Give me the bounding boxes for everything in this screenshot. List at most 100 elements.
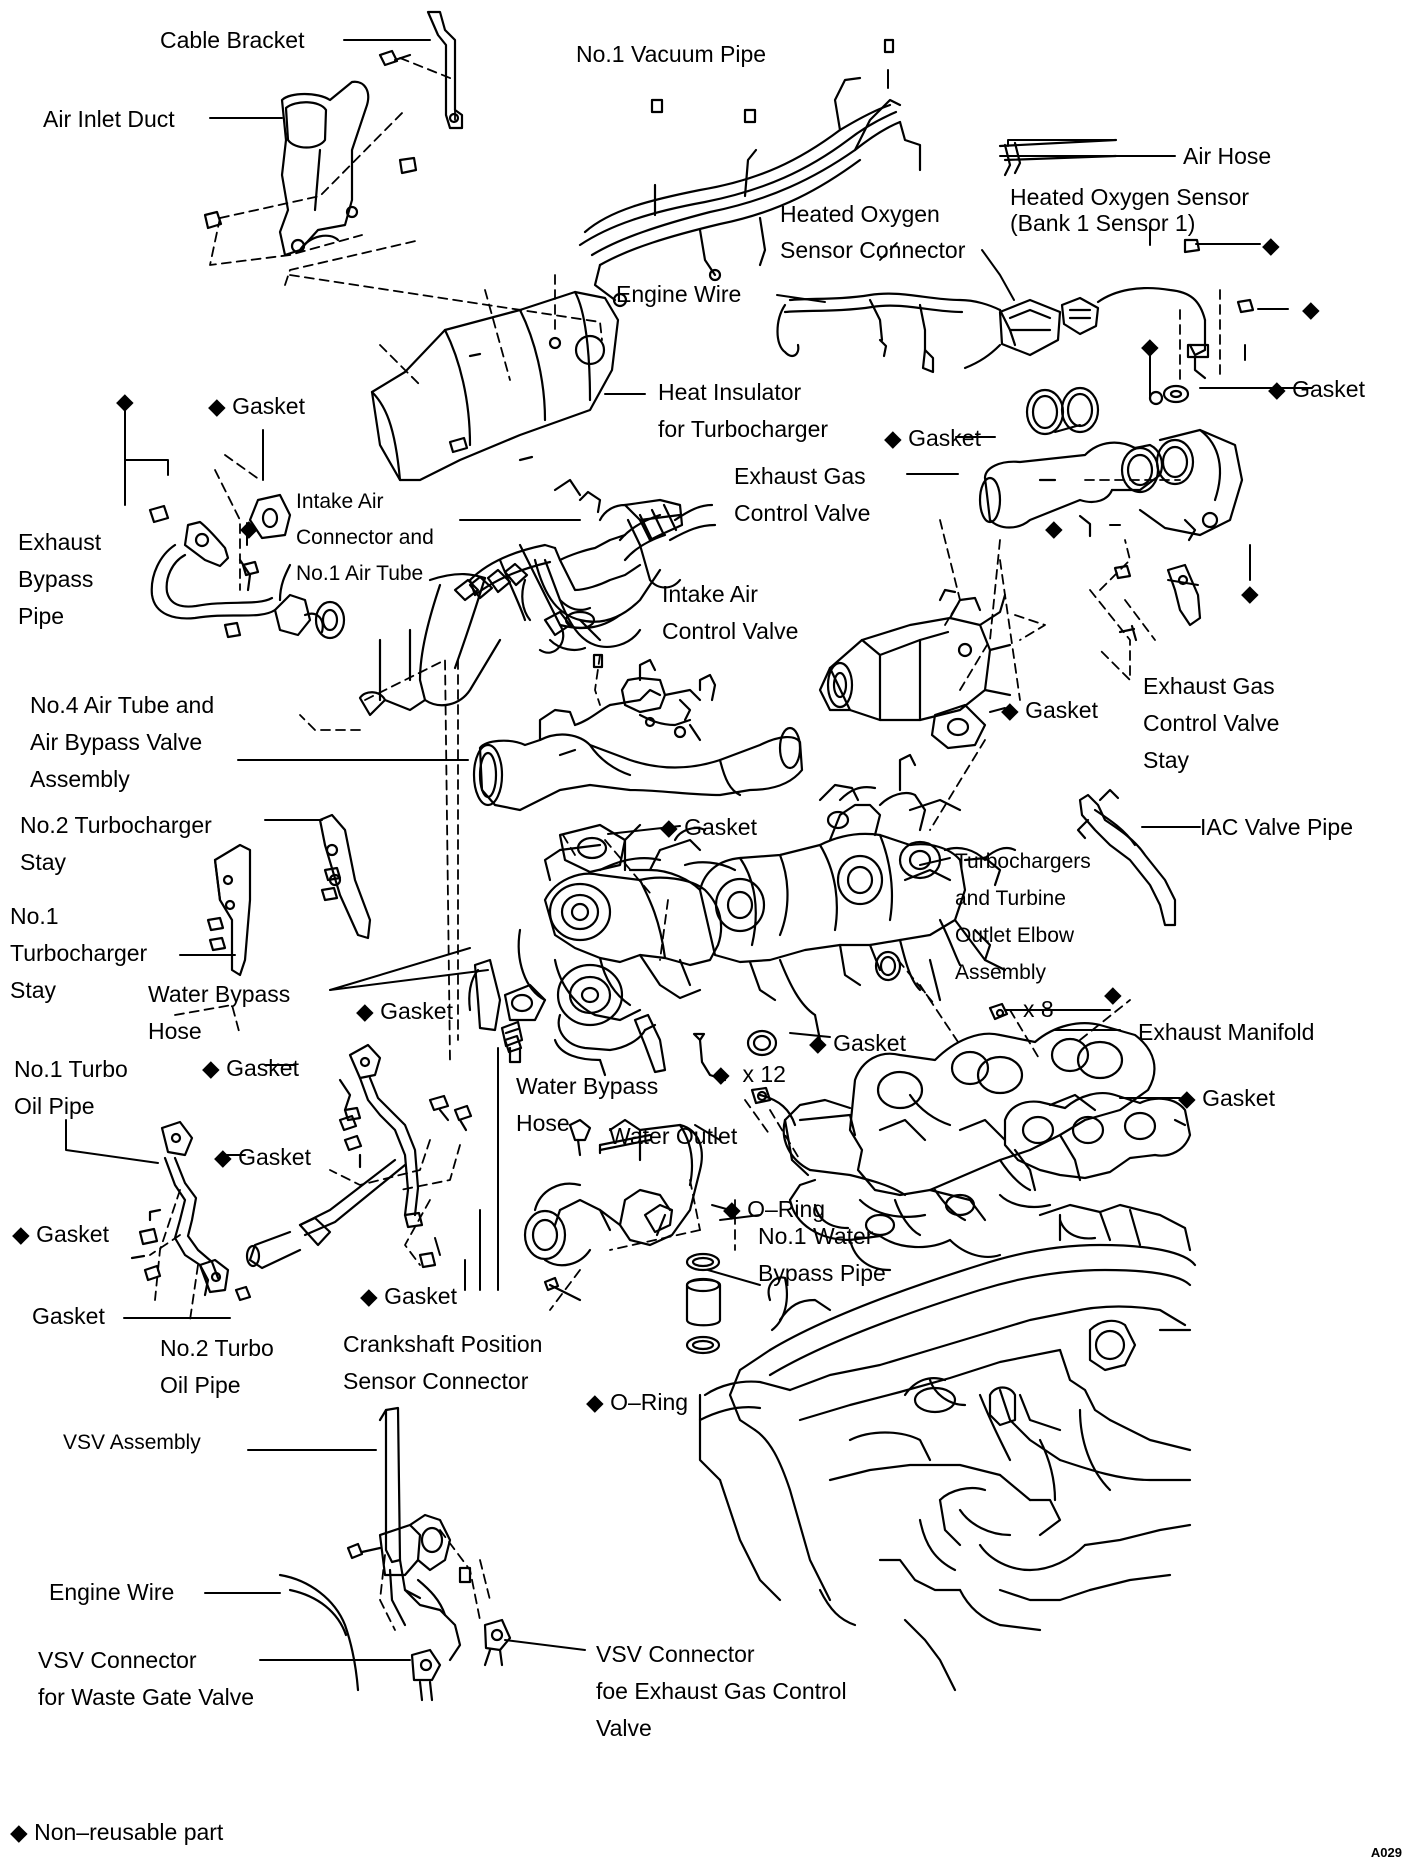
diamond-icon: ◆ [1268,376,1286,402]
diamond-icon: ◆ [723,1196,741,1222]
leader-lines [66,40,1312,1660]
diamond-marker: ◆ [1045,515,1063,541]
label-gasket-oil-left: ◆ Gasket [12,1221,109,1247]
air-tube-bellows-part [455,505,715,647]
label-times-8: x 8 [1023,996,1054,1022]
cable-bracket-part [380,12,462,128]
label-air-hose: Air Hose [1183,143,1272,169]
label-water-bypass-hose-left: Water Bypass Hose [148,981,291,1044]
vacuum-pipe-part [580,40,920,306]
diamond-marker: ◆ [116,388,134,414]
label-gasket-water: ◆ Gasket [356,998,453,1024]
diamond-icon: ◆ [202,1055,220,1081]
diamond-icon: ◆ [214,1144,232,1170]
turbocharger-elbow-part [545,755,1015,1040]
exhaust-gas-control-valve-part [980,430,1242,540]
label-exhaust-bypass-pipe: Exhaust Bypass Pipe [18,529,102,629]
label-air-inlet-duct: Air Inlet Duct [43,106,175,132]
label-vsv-connector-exhaust: VSV Connector foe Exhaust Gas Control Va… [596,1641,847,1741]
gasket-ring-mid-part [748,952,900,1055]
label-heat-insulator: Heat Insulator for Turbocharger [658,379,829,442]
label-no4-air-tube: No.4 Air Tube and Air Bypass Valve Assem… [30,692,215,792]
intake-air-control-valve-part [820,590,1010,720]
engine-block-part [700,1205,1195,1690]
diamond-marker: ◆ [1141,333,1159,359]
o-rings-and-water-bypass-pipe-part [687,1254,720,1353]
label-water-outlet: Water Outlet [609,1123,738,1149]
no2-turbo-oil-pipe-part [247,1045,435,1268]
diamond-icon: ◆ [1178,1085,1196,1111]
intake-air-connector-part [360,480,682,715]
water-outlet-part [525,1120,702,1300]
diamond-marker: ◆ [1302,296,1320,322]
diamond-marker: ◆ [240,515,258,541]
figure-code: A029 [1370,1845,1402,1860]
label-no1-turbo-oil-pipe: No.1 Turbo Oil Pipe [14,1056,128,1119]
label-o-ring-top: ◆ O–Ring [723,1196,826,1222]
label-engine-wire-top: Engine Wire [616,281,742,307]
diamond-icon: ◆ [660,814,678,840]
no2-turbo-stay-part [320,815,370,938]
vsv-connectors-part [412,1620,510,1700]
water-bypass-hose-left-part [469,960,500,1030]
diamond-icon: ◆ [809,1030,827,1056]
label-no1-water-bypass-pipe: No.1 Water Bypass Pipe [758,1223,886,1286]
label-gasket-center-top: ◆ Gasket [884,425,981,451]
label-iac-valve-pipe: IAC Valve Pipe [1200,814,1353,840]
label-engine-wire-bottom: Engine Wire [49,1579,175,1605]
dashed-assembly-lines [150,58,1220,1630]
diamond-marker: ◆ [1262,232,1280,258]
diamond-icon: ◆ [586,1389,604,1415]
no1-turbo-stay-part [208,845,250,975]
diamond-icon: ◆ [12,1221,30,1247]
air-inlet-duct-part [205,82,416,255]
diamond-marker: ◆ [1241,580,1259,606]
label-exhaust-manifold: Exhaust Manifold [1138,1019,1315,1045]
label-times-12: ◆ x 12 [712,1061,786,1087]
exhaust-manifold-part [760,1023,1154,1270]
label-gasket-oil-mid: ◆ Gasket [214,1144,311,1170]
water-bypass-hose-center-part [635,1015,665,1072]
diamond-icon: ◆ [10,1819,28,1845]
label-intake-air-connector: Intake Air Connector and No.1 Air Tube [296,490,434,585]
diamond-marker: ◆ [1104,981,1122,1007]
heated-oxygen-sensor-part [1098,240,1253,378]
diamond-icon: ◆ [712,1061,730,1087]
label-gasket-oil-top: ◆ Gasket [202,1055,299,1081]
label-no1-turbocharger-stay: No.1 Turbocharger Stay [10,903,148,1003]
exhaust-gas-control-valve-stay-part [1115,565,1200,640]
turbocharger-main-part [505,874,725,1080]
label-gasket-oil2: ◆ Gasket [360,1283,457,1309]
label-no1-vacuum-pipe: No.1 Vacuum Pipe [576,41,767,67]
exhaust-bypass-pipe-part [150,506,344,638]
crankshaft-connector-part [502,1022,522,1046]
label-gasket-oil-bottom: Gasket [32,1303,105,1329]
label-gasket-ring: ◆ Gasket [809,1030,906,1056]
label-water-bypass-hose-center: Water Bypass Hose [516,1073,659,1136]
label-no2-turbo-oil-pipe: No.2 Turbo Oil Pipe [160,1335,274,1398]
label-gasket-right-mid: ◆ Gasket [1001,697,1098,723]
label-crankshaft-position-sensor-connector: Crankshaft Position Sensor Connector [343,1331,543,1394]
label-o-ring-bottom: ◆ O–Ring [586,1389,689,1415]
small-bolts-mid [340,1096,471,1167]
label-gasket-mid: ◆ Gasket [660,814,757,840]
label-intake-air-control-valve: Intake Air Control Valve [662,581,799,644]
label-gasket-top-right: ◆ Gasket [1268,376,1365,402]
label-turbochargers-elbow: Turbochargers and Turbine Outlet Elbow A… [955,850,1091,984]
oxygen-sensor-connector-part [965,298,1098,368]
diamond-icon: ◆ [1001,697,1019,723]
label-vsv-assembly: VSV Assembly [63,1431,201,1454]
label-no2-turbocharger-stay: No.2 Turbocharger Stay [20,812,212,875]
legend-non-reusable: ◆ Non–reusable part [10,1816,223,1848]
label-heated-oxygen-sensor-connector: Heated Oxygen Sensor Connector [780,201,966,263]
engine-wire-bottom-part [280,1575,358,1690]
heat-insulator-part [372,292,618,480]
label-gasket-left-top: ◆ Gasket [208,393,305,419]
label-exhaust-gas-control-valve-stay: Exhaust Gas Control Valve Stay [1143,673,1280,773]
label-gasket-manifold: ◆ Gasket [1178,1085,1275,1111]
label-vsv-connector-waste-gate: VSV Connector for Waste Gate Valve [38,1647,255,1710]
label-exhaust-gas-control-valve: Exhaust Gas Control Valve [734,463,871,526]
diamond-icon: ◆ [884,425,902,451]
legend-text: Non–reusable part [34,1819,224,1845]
